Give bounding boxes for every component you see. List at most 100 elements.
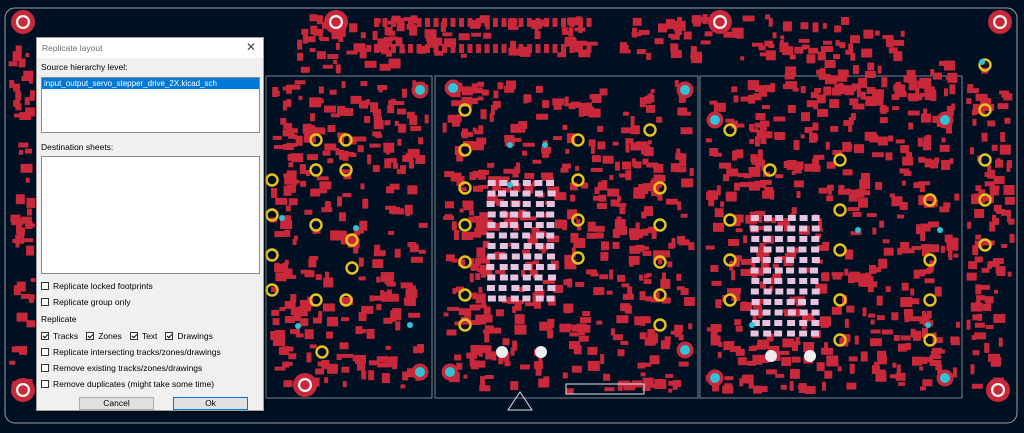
replicate-group-only-option[interactable]: Replicate group only <box>41 296 131 308</box>
pad <box>761 164 766 171</box>
pad <box>10 214 21 223</box>
pad <box>489 112 494 122</box>
drawings-checkbox[interactable] <box>165 332 174 340</box>
pad <box>871 89 884 100</box>
pad <box>832 149 843 155</box>
pad <box>987 165 992 174</box>
pad <box>911 245 922 250</box>
pad <box>286 184 296 193</box>
pad <box>800 134 805 139</box>
replicate-intersecting-option[interactable]: Replicate intersecting tracks/zones/draw… <box>41 346 221 358</box>
remove-duplicates-option[interactable]: Remove duplicates (might take some time) <box>41 378 214 390</box>
pad <box>836 75 848 82</box>
zones-checkbox[interactable] <box>86 332 95 340</box>
pad <box>326 316 338 326</box>
pad <box>410 15 418 24</box>
source-hierarchy-list[interactable]: input_output_servo_stepper_drive_2X.kica… <box>41 77 260 133</box>
pad <box>279 306 286 311</box>
pad <box>638 274 643 281</box>
replicate-locked-checkbox[interactable] <box>41 282 49 290</box>
pad <box>787 104 796 113</box>
list-item[interactable]: input_output_servo_stepper_drive_2X.kica… <box>42 78 259 89</box>
pad <box>811 288 820 295</box>
mounting-hole <box>415 85 425 95</box>
pad <box>403 297 412 303</box>
through-hole <box>804 350 816 362</box>
close-icon[interactable]: ✕ <box>245 40 257 54</box>
pad <box>295 333 304 338</box>
via <box>653 255 667 269</box>
pad <box>535 44 541 53</box>
pad <box>784 73 795 80</box>
pad <box>678 361 689 367</box>
pad <box>670 34 680 40</box>
pad <box>811 320 820 326</box>
pad <box>283 380 293 388</box>
zones-option[interactable]: Zones <box>86 331 122 341</box>
pad <box>313 127 325 135</box>
via <box>309 163 323 177</box>
pad <box>522 285 531 291</box>
pad <box>750 288 759 295</box>
pad <box>735 228 743 233</box>
replicate-intersecting-checkbox[interactable] <box>41 348 49 356</box>
tracks-option[interactable]: Tracks <box>41 331 78 341</box>
pad <box>514 314 525 325</box>
pad <box>546 232 555 239</box>
pad <box>852 103 865 110</box>
text-option[interactable]: Text <box>129 331 157 341</box>
pad <box>391 18 396 27</box>
pad <box>28 294 35 300</box>
pad <box>375 134 383 139</box>
pad <box>384 158 392 169</box>
pad <box>510 44 515 53</box>
pad <box>304 36 316 43</box>
pad <box>471 32 482 37</box>
pad <box>510 295 519 302</box>
pad <box>731 150 737 161</box>
pad <box>946 105 954 116</box>
pad <box>857 193 865 198</box>
pad <box>894 39 905 46</box>
pad <box>751 236 760 242</box>
remove-existing-option[interactable]: Remove existing tracks/zones/drawings <box>41 362 202 374</box>
pad <box>770 189 775 200</box>
pad <box>516 299 525 304</box>
pad <box>888 47 898 54</box>
drawings-option[interactable]: Drawings <box>165 331 213 341</box>
pad <box>970 364 975 375</box>
pad <box>374 45 385 53</box>
remove-existing-checkbox[interactable] <box>41 364 49 372</box>
via <box>923 333 937 347</box>
pad <box>575 281 585 287</box>
tracks-checkbox[interactable] <box>41 332 49 340</box>
pad <box>818 218 823 228</box>
pad <box>466 352 478 359</box>
replicate-locked-footprints-option[interactable]: Replicate locked footprints <box>41 280 153 292</box>
pad <box>954 193 960 201</box>
pad <box>377 85 388 91</box>
pad <box>870 89 880 94</box>
text-checkbox[interactable] <box>129 332 138 340</box>
pad <box>518 44 524 53</box>
pad <box>772 32 777 39</box>
pad <box>472 170 483 178</box>
pad <box>523 253 532 260</box>
pad <box>610 199 620 207</box>
ok-button[interactable]: Ok <box>173 397 248 410</box>
pad <box>728 239 740 247</box>
replicate-group-checkbox[interactable] <box>41 298 49 306</box>
pad <box>993 313 1006 323</box>
pad <box>388 157 397 163</box>
pad <box>683 297 695 307</box>
pad <box>484 325 494 330</box>
pad <box>483 32 492 39</box>
remove-duplicates-checkbox[interactable] <box>41 380 49 388</box>
pad <box>945 124 952 134</box>
pad <box>522 274 531 281</box>
pad <box>458 33 470 41</box>
pad <box>642 384 651 391</box>
destination-sheets-list[interactable] <box>41 156 260 274</box>
cancel-button[interactable]: Cancel <box>79 397 154 410</box>
